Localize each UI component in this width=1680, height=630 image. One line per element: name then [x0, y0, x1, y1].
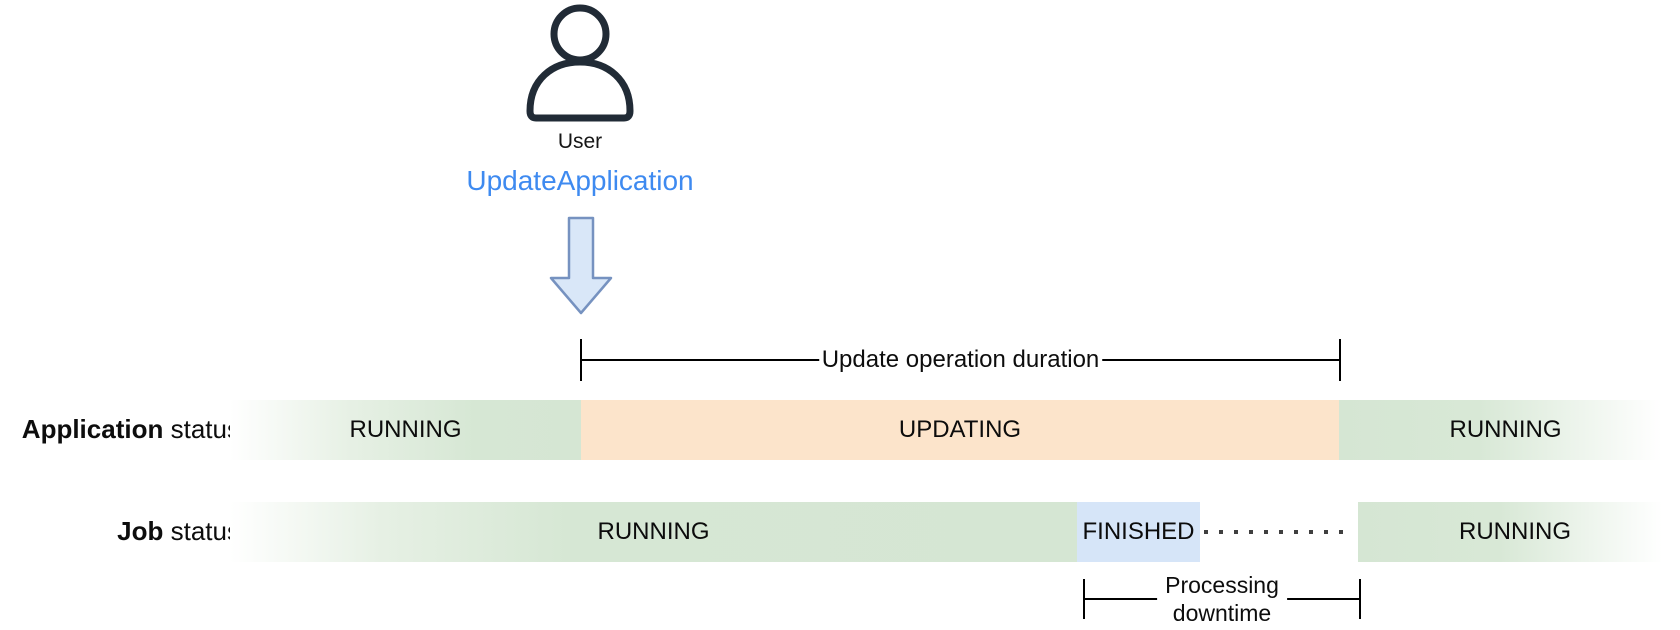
down-arrow-icon: [548, 216, 614, 316]
bracket-tick-left: [1083, 579, 1085, 619]
row-label-suffix: status: [170, 414, 240, 444]
job-gap-segment: [1200, 502, 1358, 562]
application-status-bar: RUNNING UPDATING RUNNING: [230, 400, 1672, 460]
job-status-bar: RUNNING FINISHED RUNNING: [230, 502, 1672, 562]
update-duration-label: Update operation duration: [818, 346, 1103, 374]
row-label-suffix: status: [170, 516, 240, 546]
job-running-segment-2: RUNNING: [1358, 502, 1672, 562]
row-label-emphasis: Job: [117, 516, 164, 546]
application-running-segment-2: RUNNING: [1339, 400, 1672, 460]
job-running-segment-1: RUNNING: [230, 502, 1077, 562]
processing-downtime-bracket: Processing downtime: [1083, 571, 1361, 627]
dotted-line: [1204, 530, 1352, 534]
job-finished-segment: FINISHED: [1077, 502, 1200, 562]
user-label: User: [557, 130, 603, 153]
bracket-tick-right: [1339, 339, 1341, 381]
update-application-label: UpdateApplication: [466, 165, 694, 196]
application-updating-segment: UPDATING: [581, 400, 1339, 460]
application-running-segment-1: RUNNING: [230, 400, 581, 460]
bracket-tick-left: [580, 339, 582, 381]
update-duration-bracket: Update operation duration: [580, 339, 1341, 381]
user-icon: [522, 4, 638, 122]
processing-downtime-line1: Processing: [1165, 572, 1279, 598]
bracket-tick-right: [1359, 579, 1361, 619]
processing-downtime-label: Processing downtime: [1157, 571, 1287, 627]
processing-downtime-line2: downtime: [1172, 600, 1272, 626]
row-label-emphasis: Application: [21, 414, 164, 444]
